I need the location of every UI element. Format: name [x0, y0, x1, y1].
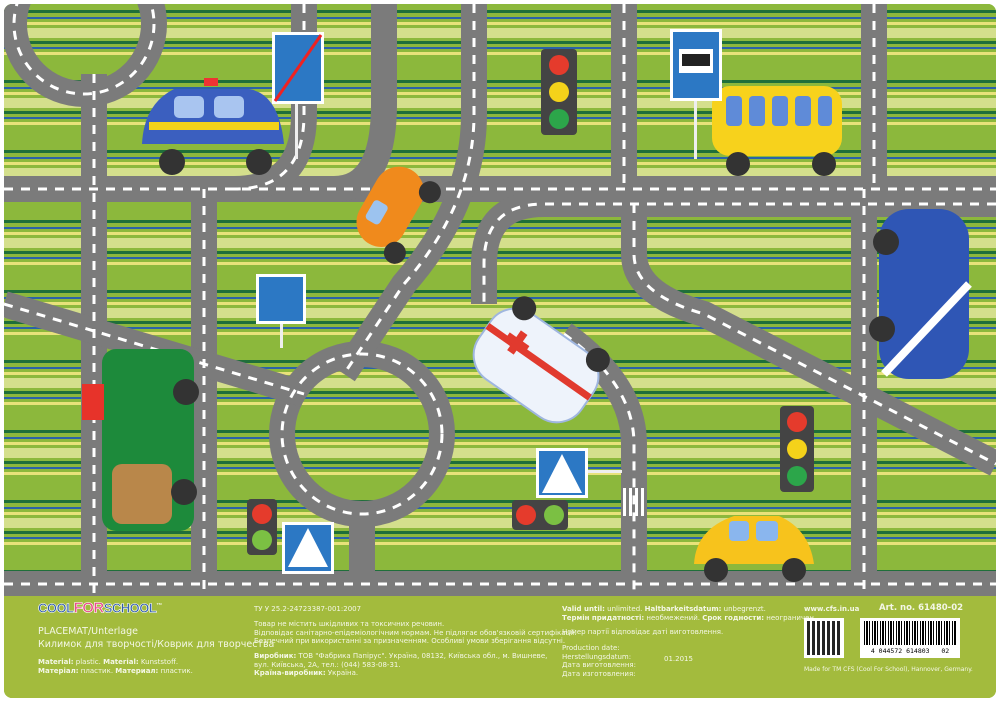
pedestrian-light-pair — [512, 500, 568, 530]
orange-car — [356, 166, 441, 264]
bus-stop-sign — [670, 29, 722, 159]
production-date: 01.2015 — [664, 655, 693, 663]
barcode: 4 044572 614803 02 — [860, 618, 960, 658]
green-truck — [82, 349, 199, 531]
pedestrian-light — [247, 499, 277, 555]
material-info: Material: plastic. Material: Kunststoff.… — [38, 658, 193, 675]
crossing-sign-right — [536, 448, 622, 498]
bus-yellow — [712, 86, 842, 176]
standard-code: ТУ У 25.2-24723387-001:2007 — [254, 605, 362, 613]
blue-van — [869, 209, 972, 379]
cool-for-school-logo: COOLFORSCHOOL™ — [38, 599, 163, 617]
product-title: PLACEMAT/Unterlage — [38, 626, 138, 637]
website: www.cfs.in.ua — [804, 605, 860, 613]
product-info-panel: COOLFORSCHOOL™ PLACEMAT/Unterlage Килимо… — [4, 596, 996, 698]
traffic-light-right — [780, 406, 814, 492]
product-subtitle: Килимок для творчості/Коврик для творчес… — [38, 639, 275, 650]
no-play-sign — [272, 32, 324, 159]
qr-code — [804, 618, 844, 658]
manufacturer-info: Виробник: ТОВ "Фабрика Папірус". Україна… — [254, 652, 548, 677]
police-car — [142, 78, 284, 175]
road-markings — [4, 4, 996, 596]
crossing-sign-bottom — [282, 522, 334, 574]
production-date-labels: Production date:Herstellungsdatum:Дата в… — [562, 644, 636, 678]
traffic-light-top — [541, 49, 577, 135]
crosswalk — [623, 488, 644, 516]
safety-info: Товар не містить шкідливих та токсичних … — [254, 620, 577, 645]
placemat: COOLFORSCHOOL™ PLACEMAT/Unterlage Килимо… — [4, 4, 996, 698]
ambulance — [472, 296, 610, 424]
made-for-note: Made for TM CFS (Cool For School), Hanno… — [804, 666, 973, 673]
yellow-car — [694, 516, 814, 582]
batch-info: Номер партії відповідає даті виготовленн… — [562, 628, 724, 636]
road-map-illustration — [4, 4, 996, 596]
validity-info: Valid until: unlimited. Haltbarkeitsdatu… — [562, 605, 817, 622]
underpass-sign — [256, 274, 306, 348]
article-number: Art. no. 61480-02 — [879, 603, 964, 613]
